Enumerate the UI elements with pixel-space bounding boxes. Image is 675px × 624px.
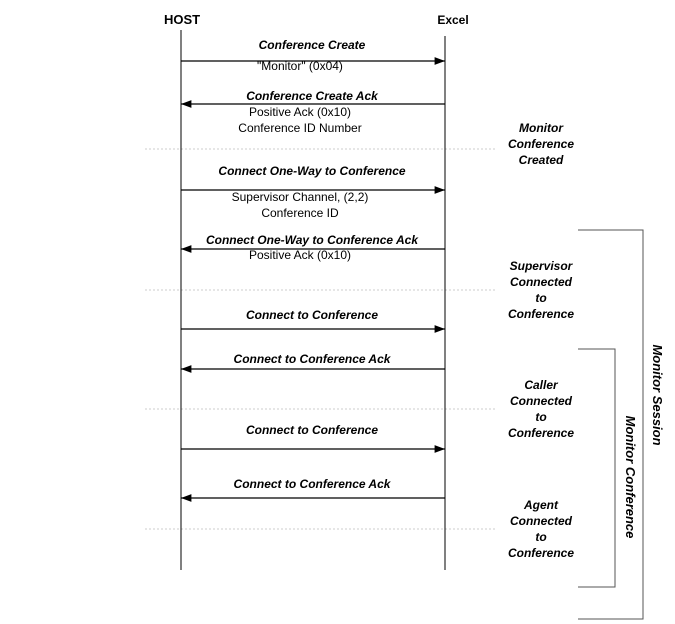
state-line: Connected bbox=[510, 394, 573, 408]
message-label: Connect to Conference Ack bbox=[234, 352, 392, 366]
monitor-session-label: Monitor Session bbox=[650, 344, 665, 445]
message-label: Conference Create bbox=[259, 38, 366, 52]
state-line: Conference bbox=[508, 426, 574, 440]
state-line: to bbox=[535, 530, 546, 544]
message-detail: Supervisor Channel, (2,2) bbox=[232, 190, 369, 204]
message: Connect to Conference Ack bbox=[181, 352, 445, 373]
monitor-session-bracket bbox=[578, 229, 644, 620]
monitor-conference-label: Monitor Conference bbox=[623, 416, 638, 539]
message-label: Connect to Conference bbox=[246, 308, 378, 322]
state-line: Caller bbox=[524, 378, 559, 392]
states: MonitorConferenceCreatedSupervisorConnec… bbox=[508, 121, 574, 560]
message: Connect One-Way to Conference AckPositiv… bbox=[181, 233, 445, 262]
state-line: to bbox=[535, 410, 546, 424]
state-line: Created bbox=[519, 153, 564, 167]
state-line: Agent bbox=[523, 498, 559, 512]
message-detail: Conference ID Number bbox=[238, 121, 361, 135]
message-label: Connect One-Way to Conference Ack bbox=[206, 233, 419, 247]
message-label: Connect One-Way to Conference bbox=[218, 164, 405, 178]
monitor-conference-bracket bbox=[578, 348, 616, 588]
message: Connect One-Way to ConferenceSupervisor … bbox=[181, 164, 445, 220]
message: Conference Create "Monitor" (0x04) bbox=[181, 38, 445, 73]
message: Connect to Conference bbox=[181, 308, 445, 333]
messages: Conference Create"Monitor" (0x04)Confere… bbox=[181, 38, 445, 502]
excel-header: Excel bbox=[437, 13, 468, 27]
message-detail: Positive Ack (0x10) bbox=[249, 105, 351, 119]
state-line: to bbox=[535, 291, 546, 305]
message-label: Connect to Conference bbox=[246, 423, 378, 437]
state-line: Connected bbox=[510, 275, 573, 289]
state-line: Conference bbox=[508, 307, 574, 321]
message-detail: "Monitor" (0x04) bbox=[257, 59, 343, 73]
message-detail: Conference ID bbox=[261, 206, 339, 220]
message: Connect to Conference Ack bbox=[181, 477, 445, 502]
message: Connect to Conference bbox=[181, 423, 445, 453]
state-line: Conference bbox=[508, 546, 574, 560]
state-line: Connected bbox=[510, 514, 573, 528]
state-line: Conference bbox=[508, 137, 574, 151]
message-detail: Positive Ack (0x10) bbox=[249, 248, 351, 262]
state-line: Monitor bbox=[519, 121, 564, 135]
message-label: Conference Create Ack bbox=[246, 89, 379, 103]
state-line: Supervisor bbox=[510, 259, 574, 273]
message-label: Connect to Conference Ack bbox=[234, 477, 392, 491]
host-header: HOST bbox=[164, 12, 200, 27]
